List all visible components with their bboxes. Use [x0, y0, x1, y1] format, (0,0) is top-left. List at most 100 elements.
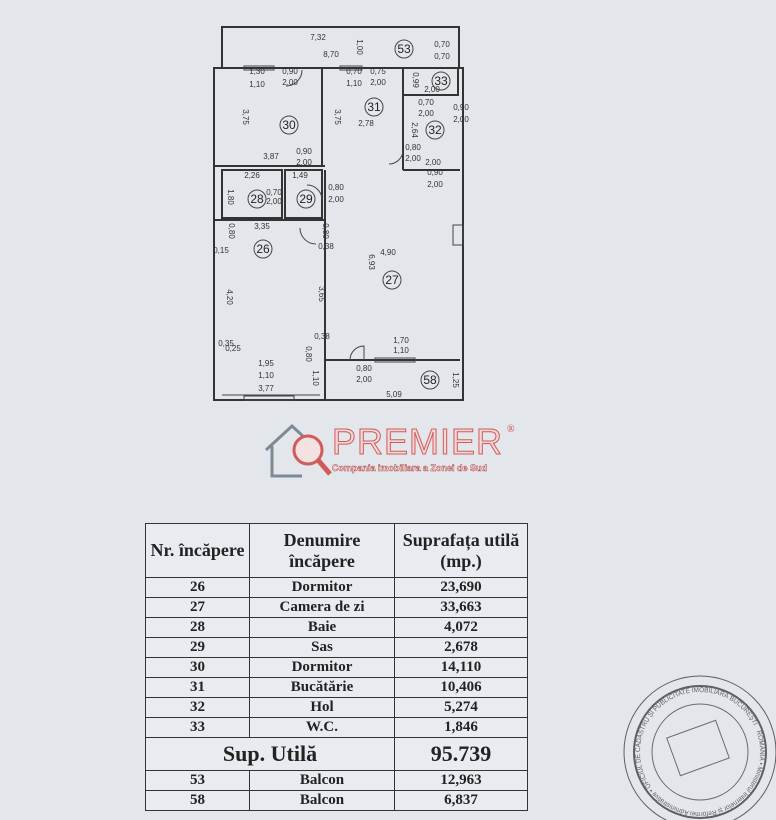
- dimension-label: 4,90: [380, 248, 396, 257]
- room-name: Baie: [249, 617, 395, 638]
- dimension-label: 0,70: [434, 40, 450, 49]
- room-marker-circle: [431, 71, 451, 91]
- room-name: W.C.: [249, 717, 395, 738]
- dimension-label: 0,80: [227, 223, 236, 239]
- svg-text:ROMÂNIA • Ministerul Internelo: ROMÂNIA • Ministerul Internelor și Refor…: [617, 669, 776, 820]
- dimension-label: 3,65: [317, 286, 326, 302]
- room-marker-circle: [279, 115, 299, 135]
- room-name: Bucătărie: [249, 677, 395, 698]
- house-magnifier-icon: [264, 423, 332, 478]
- room-number: 29: [299, 192, 313, 206]
- dimension-label: 2,64: [410, 122, 419, 138]
- dimension-label: 0,38: [314, 332, 330, 341]
- room-name: Sas: [249, 637, 395, 658]
- room-number: 29: [145, 637, 250, 658]
- room-area: 10,406: [394, 677, 528, 698]
- room-area: 5,274: [394, 697, 528, 718]
- dimension-label: 3,77: [258, 384, 274, 393]
- dimension-label: 0,70: [346, 67, 362, 76]
- dimension-label: 3,75: [241, 109, 250, 125]
- room-area: 33,663: [394, 597, 528, 618]
- dimension-label: 0,90: [453, 103, 469, 112]
- dimension-label: 2,00: [453, 115, 469, 124]
- dimension-label: 1,10: [311, 370, 320, 386]
- room-number: 30: [282, 118, 296, 132]
- room-number: 33: [145, 717, 250, 738]
- dimension-label: 0,80: [405, 143, 421, 152]
- dimension-label: 2,00: [424, 85, 440, 94]
- dimension-label: 2,00: [405, 154, 421, 163]
- room-area: 1,846: [394, 717, 528, 738]
- stamp-text: ROMÂNIA • Ministerul Internelor și Refor…: [617, 669, 776, 820]
- dimension-label: 0,99: [411, 72, 420, 88]
- logo-registered: ®: [507, 424, 515, 435]
- room-name: Dormitor: [249, 657, 395, 678]
- room-marker-circle: [394, 39, 414, 59]
- dimension-label: 0,38: [318, 242, 334, 251]
- dimension-label: 1,10: [249, 80, 265, 89]
- room-number: 53: [397, 42, 411, 56]
- dimension-label: 0,75: [370, 67, 386, 76]
- dimension-label: 7,32: [310, 33, 326, 42]
- room-number: 30: [145, 657, 250, 678]
- room-number: 26: [145, 577, 250, 598]
- room-area: 2,678: [394, 637, 528, 658]
- dimension-label: 2,00: [266, 197, 282, 206]
- room-area: 6,837: [394, 790, 528, 811]
- dimension-label: 2,00: [425, 158, 441, 167]
- room-area: 4,072: [394, 617, 528, 638]
- total-value: 95.739: [394, 737, 528, 771]
- room-number: 27: [385, 273, 399, 287]
- dimension-label: 0,90: [296, 147, 312, 156]
- dimension-label: 0,70: [266, 188, 282, 197]
- room-number: 28: [250, 192, 264, 206]
- room-marker-circle: [420, 370, 440, 390]
- dimension-label: 2,26: [244, 171, 260, 180]
- dimension-label: 0,15: [213, 246, 229, 255]
- dimension-label: 3,75: [333, 109, 342, 125]
- dimension-label: 0,80: [304, 346, 313, 362]
- dimension-label: 0,90: [427, 168, 443, 177]
- dimension-label: 0,90: [282, 67, 298, 76]
- dimension-label: 1,49: [292, 171, 308, 180]
- room-marker-circle: [364, 97, 384, 117]
- dimension-label: 2,78: [358, 119, 374, 128]
- dimension-label: 1,70: [393, 336, 409, 345]
- room-number: 26: [256, 242, 270, 256]
- premier-logo: PREMIER ® Compania imobiliara a Zonei de…: [262, 420, 522, 480]
- table-header: Nr. încăpere Denumire încăpere Suprafața…: [145, 523, 528, 578]
- dimension-label: 2,00: [328, 195, 344, 204]
- dimension-label: 1,80: [226, 189, 235, 205]
- walls: [213, 26, 464, 401]
- dimension-label: 1,10: [258, 371, 274, 380]
- dimension-label: 0,80: [328, 183, 344, 192]
- dimension-label: 2,00: [296, 158, 312, 167]
- dimension-label: 1,25: [451, 372, 460, 388]
- header-room-number: Nr. încăpere: [145, 523, 250, 578]
- room-name: Balcon: [249, 770, 395, 791]
- room-number: 31: [145, 677, 250, 698]
- dimension-label: 2,00: [370, 78, 386, 87]
- room-number: 32: [145, 697, 250, 718]
- dimension-label: 0,35: [218, 339, 234, 348]
- dimension-label: 4,20: [225, 289, 234, 305]
- room-area: 23,690: [394, 577, 528, 598]
- dimension-label: 0,80: [321, 223, 330, 239]
- dimension-label: 3,35: [254, 222, 270, 231]
- dimension-label: 2,00: [427, 180, 443, 189]
- room-marker-circle: [253, 239, 273, 259]
- room-name: Hol: [249, 697, 395, 718]
- room-name: Balcon: [249, 790, 395, 811]
- header-area: Suprafața utilă (mp.): [394, 523, 528, 578]
- room-area: 12,963: [394, 770, 528, 791]
